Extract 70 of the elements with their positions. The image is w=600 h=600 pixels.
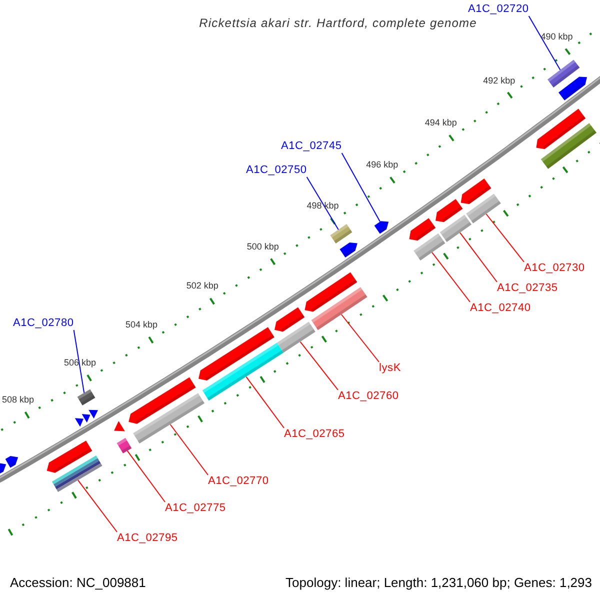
leader-line	[246, 376, 284, 428]
scale-label: 502 kbp	[186, 279, 218, 292]
scale-label: 494 kbp	[424, 116, 457, 130]
leader-line	[300, 341, 338, 390]
gene-label: A1C_02720	[468, 3, 529, 16]
scale-label: 490 kbp	[540, 30, 573, 44]
gene-feature	[198, 327, 274, 380]
scale-label: 500 kbp	[246, 240, 279, 254]
gene-feature	[88, 410, 98, 418]
gene-feature	[536, 108, 586, 150]
scale-label: 506 kbp	[64, 356, 96, 370]
gene-feature	[116, 438, 132, 454]
leader-line	[73, 330, 85, 394]
gene-feature	[330, 224, 352, 244]
gene-label: A1C_02735	[497, 282, 558, 295]
leader-line	[432, 252, 470, 302]
gene-feature	[460, 178, 492, 204]
gene-label: A1C_02795	[117, 532, 178, 545]
gene-feature	[540, 123, 596, 169]
gene-feature	[558, 76, 587, 100]
gene-feature	[74, 418, 84, 427]
gene-feature	[77, 389, 96, 406]
leader-line	[341, 152, 380, 222]
gene-label: A1C_02750	[246, 164, 307, 177]
gene-feature	[46, 440, 92, 473]
gene-feature	[114, 421, 125, 432]
gene-label: A1C_02760	[338, 390, 399, 403]
gene-feature	[374, 221, 389, 234]
gene-feature	[466, 194, 501, 224]
gene-label: A1C_02740	[470, 302, 531, 315]
leader-line	[306, 176, 339, 230]
leader-line	[486, 214, 524, 262]
gene-feature	[82, 414, 90, 423]
gene-feature	[202, 342, 284, 401]
gene-feature	[440, 214, 472, 242]
gene-feature	[52, 456, 102, 492]
gene-label: A1C_02745	[281, 140, 342, 153]
gene-feature	[340, 242, 358, 258]
gene-feature	[276, 322, 316, 353]
genome-info-text: Topology: linear; Length: 1,231,060 bp; Genes: 1,293	[286, 574, 592, 592]
leader-line	[126, 450, 166, 502]
gene-feature	[436, 199, 463, 222]
scale-label: 492 kbp	[483, 74, 516, 88]
gene-feature	[304, 272, 358, 312]
scale-label: 498 kbp	[306, 200, 339, 213]
gene-feature	[409, 218, 436, 241]
gene-label: A1C_02765	[284, 428, 345, 441]
gene-label: A1C_02770	[208, 475, 269, 488]
gene-feature	[311, 287, 368, 330]
scale-label: 504 kbp	[125, 318, 158, 332]
gene-feature	[548, 60, 580, 88]
gene-label: A1C_02775	[165, 502, 226, 515]
leader-line	[78, 480, 118, 532]
scale-label: 496 kbp	[366, 158, 398, 172]
leader-line	[460, 232, 498, 282]
gene-feature	[414, 233, 446, 260]
scale-label: 508 kbp	[2, 392, 34, 406]
gene-feature	[5, 456, 18, 468]
leader-line	[170, 424, 208, 476]
gene-feature	[0, 463, 6, 475]
gene-feature	[128, 377, 196, 424]
gene-label: A1C_02730	[524, 262, 585, 275]
gene-feature	[274, 307, 305, 332]
gene-label: A1C_02780	[13, 317, 74, 330]
accession-text: Accession: NC_009881	[10, 574, 146, 592]
leader-line	[340, 314, 380, 362]
leader-line	[528, 16, 561, 70]
gene-feature	[133, 393, 204, 444]
gene-label: lysK	[379, 362, 401, 375]
map-title: Rickettsia akari str. Hartford, complete genome	[199, 15, 477, 32]
